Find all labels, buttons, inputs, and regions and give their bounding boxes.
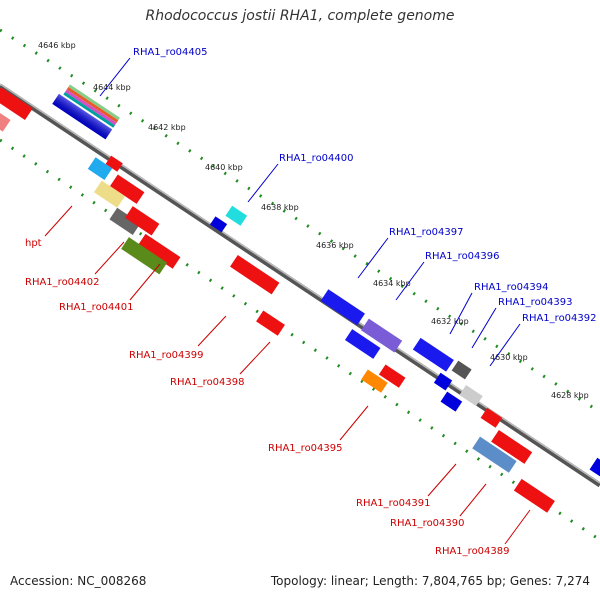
scale-label: 4640 kbp	[205, 163, 243, 172]
forward-gene-label[interactable]: RHA1_ro04392	[522, 313, 597, 324]
scale-track-bottom	[0, 138, 600, 542]
scale-label: 4634 kbp	[373, 279, 411, 288]
scale-label: 4636 kbp	[316, 241, 354, 250]
forward-callout-line	[471, 307, 497, 349]
gene-rha1-ro04399[interactable]	[230, 255, 280, 295]
reverse-gene-label[interactable]: RHA1_ro04402	[25, 277, 100, 288]
reverse-genes	[0, 87, 555, 513]
forward-gene-label[interactable]: RHA1_ro04400	[279, 153, 354, 164]
forward-gene-label[interactable]: RHA1_ro04393	[498, 297, 573, 308]
reverse-callout-line	[239, 341, 271, 375]
reverse-callout-line	[197, 315, 227, 347]
reverse-gene-label[interactable]: RHA1_ro04389	[435, 546, 510, 557]
reverse-gene-label[interactable]: RHA1_ro04395	[268, 443, 343, 454]
reverse-callout-line	[129, 263, 161, 301]
scale-label: 4630 kbp	[490, 353, 528, 362]
forward-gene-label[interactable]: RHA1_ro04394	[474, 282, 549, 293]
gene-callouts: RHA1_ro04405RHA1_ro04400RHA1_ro04397RHA1…	[25, 47, 597, 557]
gene-rha1-ro04393[interactable]	[459, 384, 483, 407]
forward-callout-line	[247, 163, 279, 203]
forward-callout-line	[395, 261, 425, 301]
gene-rha1-ro04397[interactable]	[320, 289, 365, 326]
accession-text: Accession: NC_008268	[10, 574, 147, 588]
scale-label: 4638 kbp	[261, 203, 299, 212]
forward-genes	[52, 84, 600, 481]
forward-gene-label[interactable]: RHA1_ro04397	[389, 227, 464, 238]
reverse-gene-label[interactable]: RHA1_ro04390	[390, 518, 465, 529]
reverse-callout-line	[339, 405, 369, 441]
scale-label: 4628 kbp	[551, 391, 589, 400]
reverse-callout-line	[504, 509, 531, 545]
gene-rha1-ro04400[interactable]	[225, 205, 248, 226]
gene-rha1-ro04392[interactable]	[440, 391, 463, 412]
gene-rha1-ro04391[interactable]	[480, 407, 503, 428]
reverse-gene-label[interactable]: RHA1_ro04399	[129, 350, 204, 361]
scale-label: 4644 kbp	[93, 83, 131, 92]
reverse-gene-label[interactable]: RHA1_ro04398	[170, 377, 245, 388]
genome-summary-text: Topology: linear; Length: 7,804,765 bp; …	[270, 574, 590, 588]
reverse-callout-line	[459, 483, 487, 517]
forward-callout-line	[99, 57, 131, 97]
scale-label: 4632 kbp	[431, 317, 469, 326]
reverse-gene-label[interactable]: RHA1_ro04391	[356, 498, 431, 509]
reverse-gene-label[interactable]: RHA1_ro04401	[59, 302, 134, 313]
forward-gene-label[interactable]: RHA1_ro04396	[425, 251, 500, 262]
gene-rha1-ro04396[interactable]	[361, 318, 403, 353]
forward-callout-line	[357, 237, 389, 279]
gene-rha1-ro04390[interactable]	[472, 436, 517, 473]
gene-rha1-ro04398[interactable]	[256, 310, 285, 336]
gene-rha1-ro04401[interactable]	[109, 207, 141, 235]
gene-hpt[interactable]	[87, 157, 113, 181]
figure-title: Rhodococcus jostii RHA1, complete genome	[145, 8, 455, 24]
forward-callout-line	[489, 323, 521, 367]
gene-rha1-ro04395[interactable]	[361, 369, 388, 393]
gene-rha1-ro04389[interactable]	[513, 478, 555, 513]
forward-gene-label[interactable]: RHA1_ro04405	[133, 47, 208, 58]
scale-labels: 4646 kbp 4644 kbp 4642 kbp 4640 kbp 4638 kbp…	[38, 41, 589, 400]
reverse-gene-label[interactable]: hpt	[25, 238, 42, 249]
reverse-callout-line	[44, 205, 73, 237]
scale-label: 4646 kbp	[38, 41, 76, 50]
gene-rha1-ro04394[interactable]	[451, 360, 472, 380]
reverse-callout-line	[94, 241, 125, 275]
scale-label: 4642 kbp	[148, 123, 186, 132]
forward-callout-line	[449, 292, 473, 335]
reverse-callout-line	[427, 463, 457, 497]
gene-rha1-ro04402[interactable]	[93, 180, 125, 208]
